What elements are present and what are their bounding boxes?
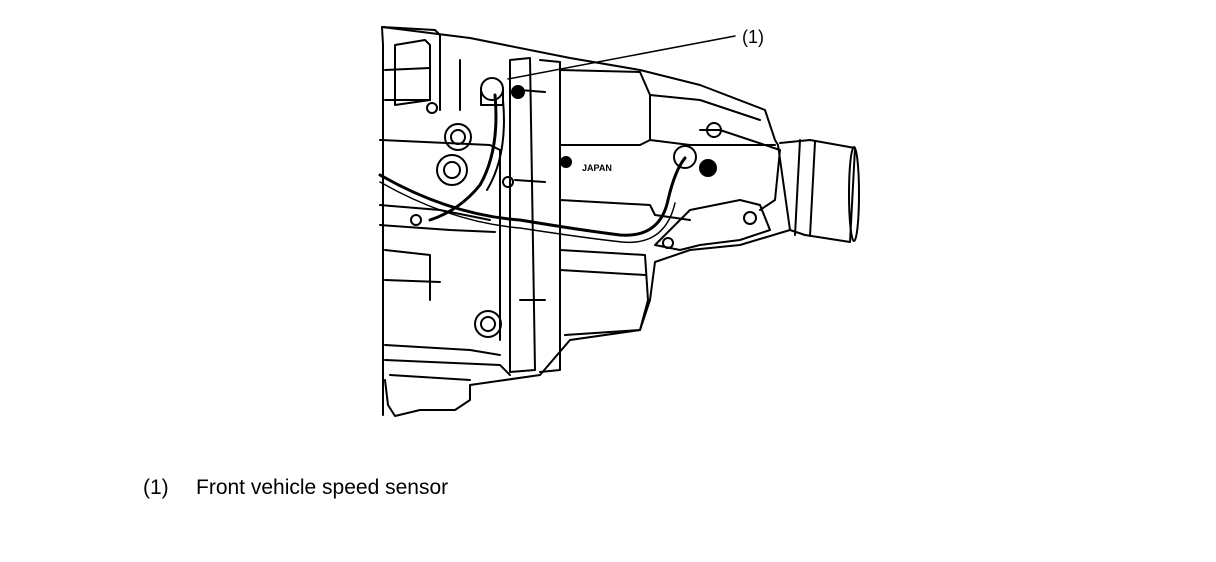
- wire-harness: [378, 156, 687, 237]
- bolts: [410, 102, 757, 338]
- housing-outline: [381, 26, 791, 417]
- callout-label: (1): [742, 27, 764, 47]
- callout-leader: [507, 35, 736, 80]
- output-tube: [779, 139, 856, 243]
- japan-stamp: JAPAN: [582, 163, 612, 173]
- speed-sensor: [480, 77, 525, 106]
- legend: (1) Front vehicle speed sensor: [143, 476, 448, 500]
- legend-number: (1): [143, 476, 169, 499]
- legend-label: Front vehicle speed sensor: [196, 476, 449, 499]
